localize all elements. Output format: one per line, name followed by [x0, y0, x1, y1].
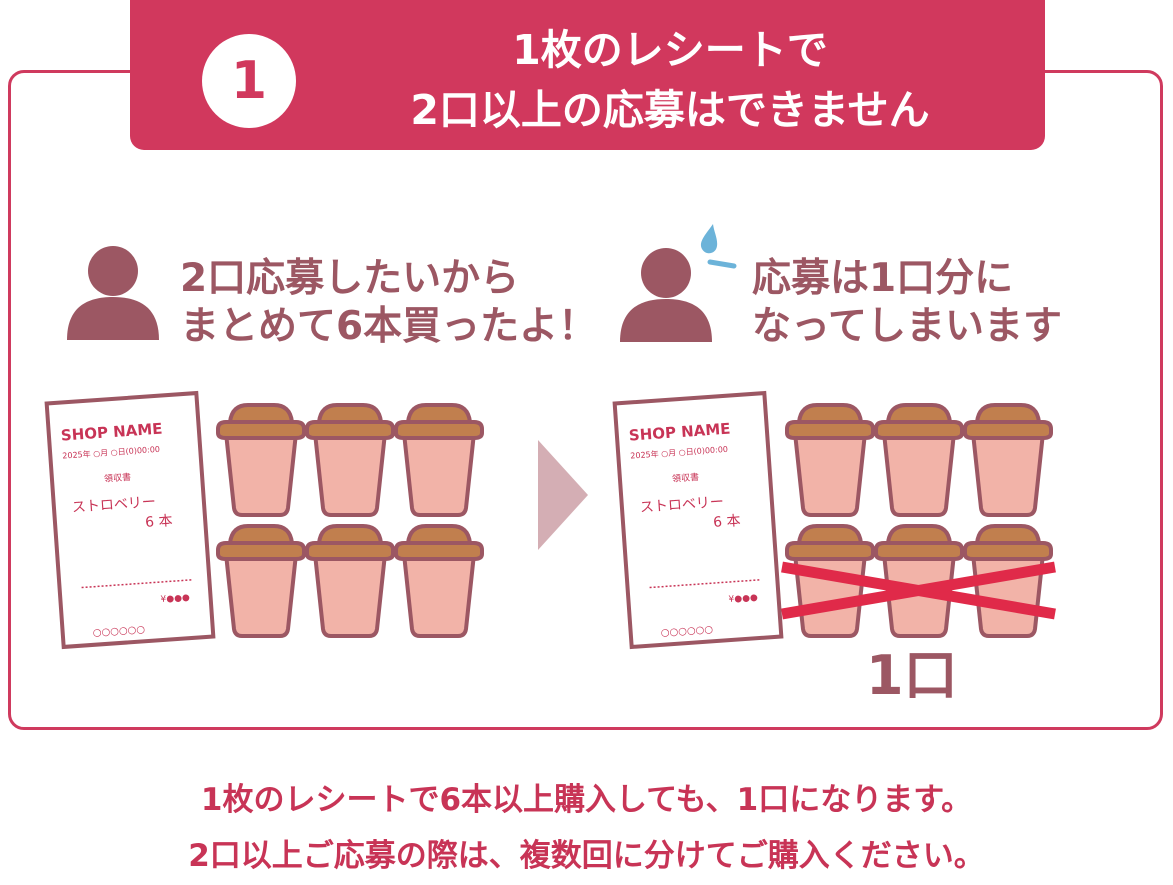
cup-icon	[216, 403, 306, 517]
receipt-total: ¥●●●	[160, 593, 190, 605]
receipt-quantity: 6 本	[713, 513, 741, 531]
right-speech-line1: 応募は1口分に	[752, 256, 1014, 301]
left-speech-line2: まとめて6本買ったよ！	[180, 304, 598, 349]
receipt-item: ストロベリー	[71, 494, 156, 516]
left-receipt: SHOP NAME 2025年 ○月 ○日(0)00:00 領収書 ストロベリー…	[44, 390, 216, 650]
receipt-footer: ○○○○○○	[660, 624, 713, 639]
person-icon	[67, 246, 159, 340]
caption-line2: 2口以上ご応募の際は、複数回に分けてご購入ください。	[188, 838, 985, 874]
cross-icon	[781, 561, 1056, 620]
receipt-item: ストロベリー	[639, 494, 724, 516]
cup-icon	[874, 403, 964, 517]
person-sweat-icon	[620, 224, 737, 342]
receipt-footer: ○○○○○○	[92, 624, 145, 639]
banner-title: 1枚のレシートで 2口以上の応募はできません	[330, 20, 1010, 140]
left-cups	[216, 403, 484, 638]
cup-icon	[963, 403, 1053, 517]
result-label: 1口	[866, 644, 958, 707]
right-receipt: SHOP NAME 2025年 ○月 ○日(0)00:00 領収書 ストロベリー…	[612, 390, 784, 650]
right-speech: 応募は1口分に なってしまいます	[752, 255, 1062, 351]
arrow-right-icon	[538, 440, 588, 550]
bottom-caption: 1枚のレシートで6本以上購入しても、1口になります。 2口以上ご応募の際は、複数…	[0, 772, 1173, 884]
cup-icon	[785, 403, 875, 517]
cup-icon	[394, 524, 484, 638]
receipt-doc-type: 領収書	[672, 471, 700, 485]
receipt-total: ¥●●●	[728, 593, 758, 605]
receipt-quantity: 6 本	[145, 513, 173, 531]
banner-title-line2: 2口以上の応募はできません	[410, 86, 930, 134]
cup-icon	[216, 524, 306, 638]
receipt-doc-type: 領収書	[104, 471, 132, 485]
sweat-drop-icon	[700, 224, 718, 254]
cup-icon	[394, 403, 484, 517]
left-speech-line1: 2口応募したいから	[180, 256, 520, 301]
banner-title-line1: 1枚のレシートで	[512, 26, 828, 74]
cup-icon	[305, 403, 395, 517]
step-number-badge: 1	[202, 34, 296, 128]
caption-line1: 1枚のレシートで6本以上購入しても、1口になります。	[200, 782, 973, 818]
cup-icon	[305, 524, 395, 638]
right-speech-line2: なってしまいます	[752, 304, 1063, 349]
left-speech: 2口応募したいから まとめて6本買ったよ！	[180, 255, 597, 351]
